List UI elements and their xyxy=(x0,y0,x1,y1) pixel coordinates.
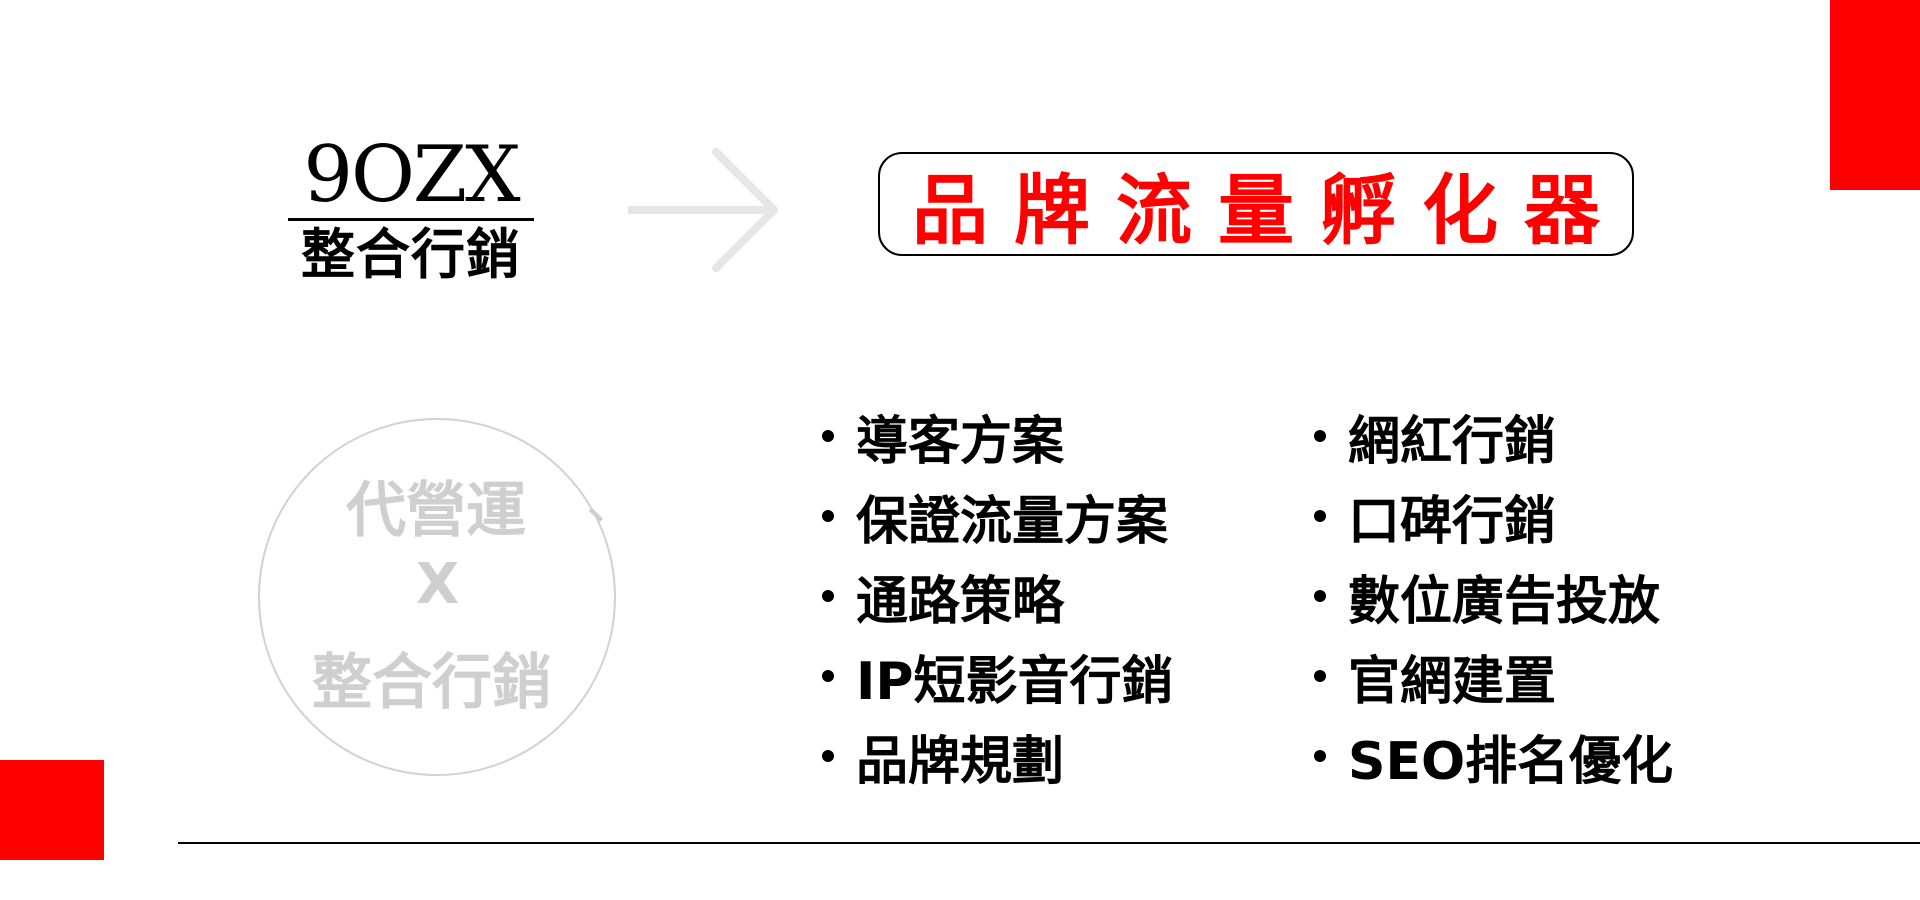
logo-subtitle: 整合行銷 xyxy=(301,223,521,286)
red-corner-block-bottom xyxy=(0,760,104,860)
service-item: 官網建置 xyxy=(1314,636,1673,716)
bullet-icon xyxy=(1314,430,1326,442)
bullet-icon xyxy=(822,750,834,762)
concept-circle xyxy=(258,418,616,776)
service-label: 官網建置 xyxy=(1348,651,1557,712)
service-item: 品牌規劃 xyxy=(822,716,1173,796)
service-label: SEO排名優化 xyxy=(1348,731,1674,792)
red-corner-block-top xyxy=(1830,0,1920,190)
bullet-icon xyxy=(1314,670,1326,682)
services-list-left: 導客方案 保證流量方案 通路策略 IP短影音行銷 品牌規劃 xyxy=(822,396,1173,796)
bullet-icon xyxy=(822,670,834,682)
service-item: 網紅行銷 xyxy=(1314,396,1673,476)
service-label: IP短影音行銷 xyxy=(856,651,1174,712)
brand-logo: 9OZX 整合行銷 xyxy=(288,130,534,286)
service-label: 通路策略 xyxy=(856,571,1065,632)
logo-mark: 9OZX xyxy=(303,130,520,220)
service-item: 保證流量方案 xyxy=(822,476,1173,556)
bullet-icon xyxy=(1314,750,1326,762)
bullet-icon xyxy=(1314,510,1326,522)
circle-text-marketing: 整合行銷 xyxy=(312,648,552,718)
service-label: 網紅行銷 xyxy=(1348,411,1557,472)
arrow-right-icon xyxy=(628,148,778,272)
bullet-icon xyxy=(822,510,834,522)
service-item: 數位廣告投放 xyxy=(1314,556,1673,636)
bullet-icon xyxy=(822,590,834,602)
service-label: 品牌規劃 xyxy=(856,731,1065,792)
service-label: 口碑行銷 xyxy=(1348,491,1557,552)
service-item: 導客方案 xyxy=(822,396,1173,476)
service-item: SEO排名優化 xyxy=(1314,716,1673,796)
logo-divider xyxy=(288,218,534,221)
bullet-icon xyxy=(1314,590,1326,602)
service-label: 數位廣告投放 xyxy=(1348,571,1661,632)
headline-banner: 品牌流量孵化器 xyxy=(878,152,1634,256)
bottom-divider xyxy=(178,842,1920,844)
service-item: 口碑行銷 xyxy=(1314,476,1673,556)
circle-separator: 、 xyxy=(586,473,636,531)
service-label: 保證流量方案 xyxy=(856,491,1169,552)
services-list-right: 網紅行銷 口碑行銷 數位廣告投放 官網建置 SEO排名優化 xyxy=(1314,396,1673,796)
service-item: 通路策略 xyxy=(822,556,1173,636)
headline-text: 品牌流量孵化器 xyxy=(912,166,1626,255)
circle-text-x: X xyxy=(416,552,460,617)
service-item: IP短影音行銷 xyxy=(822,636,1173,716)
service-label: 導客方案 xyxy=(856,411,1065,472)
circle-text-operations: 代營運 xyxy=(346,476,526,546)
bullet-icon xyxy=(822,430,834,442)
